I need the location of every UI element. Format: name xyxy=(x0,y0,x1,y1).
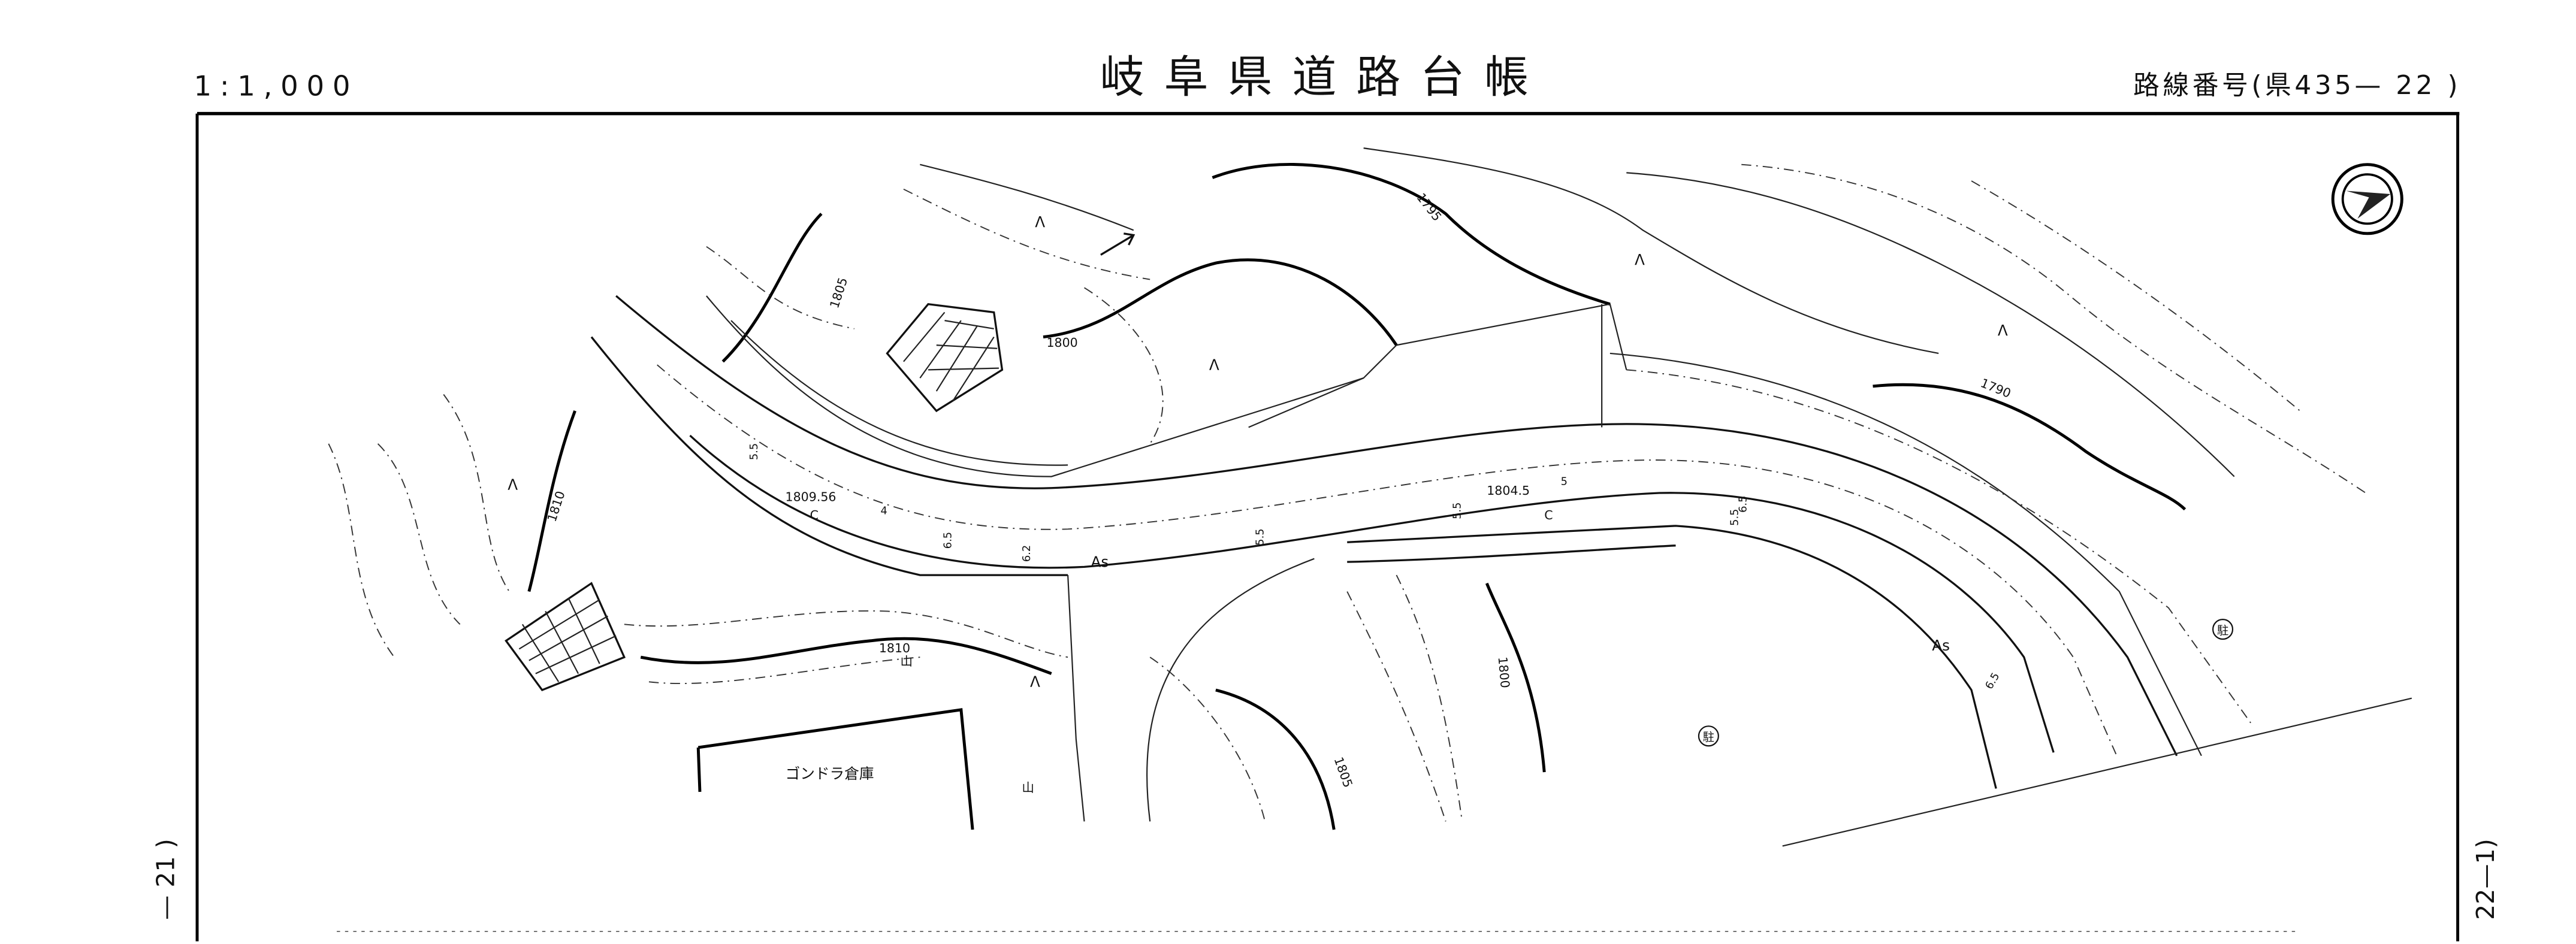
width-label: 5 xyxy=(1561,475,1568,488)
spot-height-label: 1804.5 xyxy=(1487,483,1530,498)
width-label: 5.5 xyxy=(1451,503,1463,519)
scale-label: 1:1,000 xyxy=(194,70,359,102)
stairs xyxy=(505,302,1004,692)
width-label: 6.5 xyxy=(1983,670,2002,691)
contour-label: 1810 xyxy=(879,641,910,655)
mountain-symbol: 山 xyxy=(1022,780,1034,795)
building-gondola-storage: ゴンドラ倉庫 xyxy=(696,708,974,830)
building-label: ゴンドラ倉庫 xyxy=(786,765,874,782)
contour-label: 1800 xyxy=(1046,335,1077,350)
parking-icon: 駐 xyxy=(2212,619,2234,640)
width-label: 6.2 xyxy=(1020,545,1033,562)
contour-label: 1800 xyxy=(1495,656,1512,689)
width-label: 5.5 xyxy=(1254,528,1266,545)
page-title: 岐阜県道路台帳 xyxy=(1100,52,1548,103)
curb-label: C xyxy=(1544,508,1553,522)
curb-label: C xyxy=(810,508,819,522)
vegetation-symbol: Λ xyxy=(1635,251,1645,268)
pavement-label: As xyxy=(1091,553,1109,570)
north-arrow-icon xyxy=(2331,163,2403,235)
contour-lines xyxy=(328,147,2366,830)
contour-label: 1810 xyxy=(545,489,568,524)
vegetation-symbol: Λ xyxy=(1209,356,1219,373)
road xyxy=(590,295,2412,847)
vegetation-symbol: Λ xyxy=(1030,673,1040,691)
vegetation-symbol: Λ xyxy=(1998,322,2008,339)
pavement-label: As xyxy=(1932,637,1950,654)
width-label: 5.5 xyxy=(1729,509,1741,526)
vegetation-symbol: Λ xyxy=(508,476,518,494)
parking-icon: 駐 xyxy=(1698,725,1719,747)
svg-text:駐: 駐 xyxy=(1703,730,1714,744)
contour-label: 1795 xyxy=(1414,190,1444,224)
direction-arrow-icon xyxy=(1100,232,1136,256)
width-label: 6.5 xyxy=(1737,496,1749,513)
width-label: 6.5 xyxy=(941,532,954,549)
width-label: 4 xyxy=(881,505,887,518)
width-label: 5.5 xyxy=(748,443,760,460)
contour-label: 1805 xyxy=(827,276,850,310)
left-adjacent-sheet-label: — 21 ) xyxy=(152,839,180,920)
mountain-symbol: 山 xyxy=(900,654,913,668)
vegetation-symbol: Λ xyxy=(1035,213,1045,231)
right-adjacent-sheet-label: 22—1) xyxy=(2471,839,2500,920)
route-number-label: 路線番号(県435— 22 ) xyxy=(2133,70,2461,101)
svg-text:駐: 駐 xyxy=(2217,624,2228,637)
contour-label: 1805 xyxy=(1331,755,1355,789)
spot-height-label: 1809.56 xyxy=(786,490,836,504)
